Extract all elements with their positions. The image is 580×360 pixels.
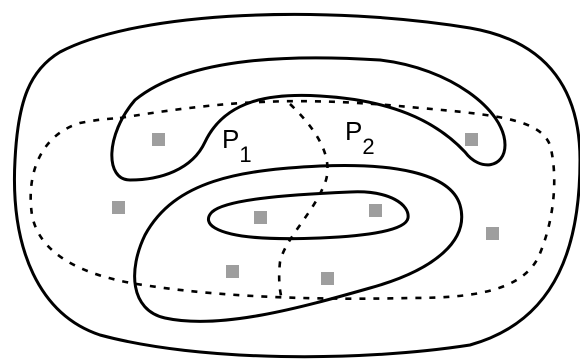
label-p1: P1: [222, 124, 252, 167]
label-p1-sub: 1: [239, 142, 251, 167]
inner-hole-curve: [206, 190, 410, 241]
donut-outer-curve: [133, 164, 464, 323]
dashed-separator-curve: [277, 103, 329, 301]
horseshoe-region-curve: [110, 56, 507, 182]
point: [465, 133, 478, 146]
outer-region-curve: [12, 12, 580, 359]
point: [321, 272, 334, 285]
label-p2-sub: 2: [362, 134, 374, 159]
label-p2-main: P: [345, 116, 362, 146]
point: [486, 227, 499, 240]
label-p2: P2: [345, 116, 375, 159]
point: [112, 201, 125, 214]
points-group: [112, 133, 499, 285]
point: [226, 265, 239, 278]
point: [369, 204, 382, 217]
dashed-region-curve: [29, 99, 556, 300]
label-p1-main: P: [222, 124, 239, 154]
point: [152, 133, 165, 146]
point: [254, 211, 267, 224]
